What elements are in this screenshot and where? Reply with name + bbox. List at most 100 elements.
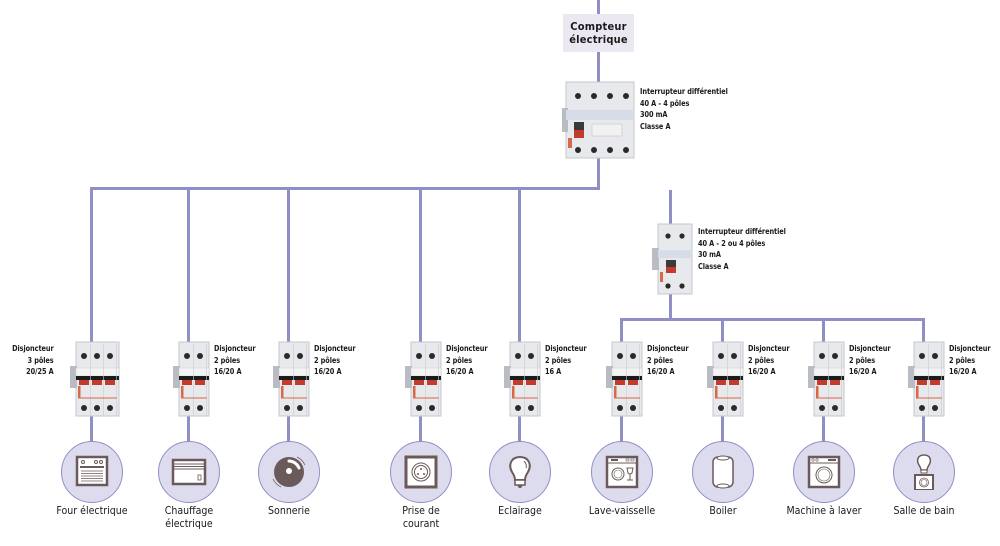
wire-drop-4 [419, 187, 422, 457]
appliance-label: Four électrique [43, 505, 142, 518]
main-rcd-class: Classe A [640, 121, 671, 131]
electric-meter-box: Compteur électrique [563, 14, 634, 52]
breaker-rating: 16/20 A [446, 367, 474, 376]
wire-drop-5 [518, 187, 521, 457]
breaker-poles: 2 pôles [314, 355, 341, 365]
secondary-rcd-device-icon [652, 223, 693, 295]
breaker-poles: 2 pôles [446, 355, 473, 365]
breaker-type: Disjoncteur [949, 344, 991, 353]
main-rcd-device-icon [562, 81, 635, 159]
breaker-device-icon [504, 341, 541, 417]
breaker-spec: Disjoncteur 2 pôles 16/20 A [647, 343, 689, 378]
appliance-circle [258, 441, 320, 503]
appliance-circle [893, 441, 955, 503]
breaker-type: Disjoncteur [748, 344, 790, 353]
wire-secondary-bus [620, 318, 925, 321]
breaker-device-icon [707, 341, 744, 417]
breaker-rating: 16/20 A [949, 367, 977, 376]
appliance-circle [793, 441, 855, 503]
breaker-rating: 16/20 A [647, 367, 675, 376]
breaker-poles: 3 pôles [27, 355, 54, 365]
secondary-rcd-rating: 40 A - 2 ou 4 pôles [698, 238, 766, 248]
appliance-label-line: Sonnerie [268, 505, 310, 517]
appliance-label-line: courant [402, 518, 440, 530]
water-heater-icon [712, 455, 734, 489]
breaker-poles: 2 pôles [748, 355, 775, 365]
oven-icon [75, 455, 109, 487]
breaker-poles: 2 pôles [647, 355, 674, 365]
appliance-circle [61, 441, 123, 503]
wire-drop-1 [90, 187, 93, 457]
appliance-circle [692, 441, 754, 503]
appliance-label-line: Salle de bain [893, 505, 955, 517]
meter-label-line2: électrique [569, 33, 628, 46]
breaker-spec: Disjoncteur 3 pôles 20/25 A [12, 343, 54, 378]
breaker-type: Disjoncteur [314, 344, 356, 353]
breaker-type: Disjoncteur [12, 344, 54, 353]
secondary-rcd-sensitivity: 30 mA [698, 250, 721, 259]
breaker-device-icon [405, 341, 442, 417]
main-rcd-type: Interrupteur différentiel [640, 87, 728, 96]
appliance-label: Machine à laver [775, 505, 874, 518]
breaker-device-icon [69, 341, 119, 417]
washing-machine-icon [807, 455, 841, 489]
breaker-poles: 2 pôles [545, 355, 572, 365]
appliance-label: Boiler [674, 505, 773, 518]
appliance-circle [591, 441, 653, 503]
appliance-label-line: Four électrique [56, 505, 128, 517]
secondary-rcd-type: Interrupteur différentiel [698, 227, 786, 236]
breaker-poles: 2 pôles [849, 355, 876, 365]
appliance-label-line: électrique [165, 518, 213, 530]
appliance-label: Sonnerie [240, 505, 339, 518]
secondary-rcd-class: Classe A [698, 261, 729, 271]
socket-icon [404, 455, 438, 489]
breaker-spec: Disjoncteur 2 pôles 16/20 A [214, 343, 256, 378]
breaker-spec: Disjoncteur 2 pôles 16/20 A [748, 343, 790, 378]
appliance-label-line: Boiler [709, 505, 737, 517]
breaker-device-icon [173, 341, 210, 417]
breaker-type: Disjoncteur [545, 344, 587, 353]
appliance-circle [158, 441, 220, 503]
breaker-device-icon [808, 341, 845, 417]
appliance-label: Lave-vaisselle [573, 505, 672, 518]
breaker-type: Disjoncteur [647, 344, 689, 353]
breaker-rating: 16 A [545, 367, 562, 376]
appliance-label: Eclairage [471, 505, 570, 518]
breaker-spec: Disjoncteur 2 pôles 16/20 A [446, 343, 488, 378]
breaker-rating: 16/20 A [314, 367, 342, 376]
appliance-label-line: Eclairage [498, 505, 542, 517]
appliance-circle [489, 441, 551, 503]
breaker-poles: 2 pôles [214, 355, 241, 365]
breaker-rating: 20/25 A [26, 367, 55, 376]
breaker-type: Disjoncteur [446, 344, 488, 353]
lightbulb-icon [509, 455, 531, 488]
appliance-label: Salle de bain [875, 505, 974, 518]
appliance-circle [390, 441, 452, 503]
wire-drop-2 [187, 187, 190, 457]
dishwasher-icon [605, 455, 639, 489]
main-rcd-sensitivity: 300 mA [640, 110, 668, 119]
main-rcd-spec: Interrupteur différentiel 40 A - 4 pôles… [640, 86, 728, 132]
heater-icon [171, 458, 207, 486]
breaker-rating: 16/20 A [748, 367, 776, 376]
breaker-type: Disjoncteur [214, 344, 256, 353]
breaker-spec: Disjoncteur 2 pôles 16/20 A [314, 343, 356, 378]
doorbell-icon [272, 456, 306, 488]
appliance-label-line: Machine à laver [786, 505, 862, 517]
breaker-device-icon [908, 341, 945, 417]
wire-main-bus [90, 187, 600, 190]
meter-label-line1: Compteur [570, 20, 627, 33]
breaker-device-icon [273, 341, 310, 417]
appliance-label-line: Prise de [402, 505, 440, 517]
breaker-device-icon [606, 341, 643, 417]
breaker-rating: 16/20 A [214, 367, 242, 376]
breaker-type: Disjoncteur [849, 344, 891, 353]
wire-drop-3 [287, 187, 290, 457]
main-rcd-rating: 40 A - 4 pôles [640, 98, 690, 108]
bathroom-icon [914, 454, 934, 490]
secondary-rcd-spec: Interrupteur différentiel 40 A - 2 ou 4 … [698, 226, 786, 272]
